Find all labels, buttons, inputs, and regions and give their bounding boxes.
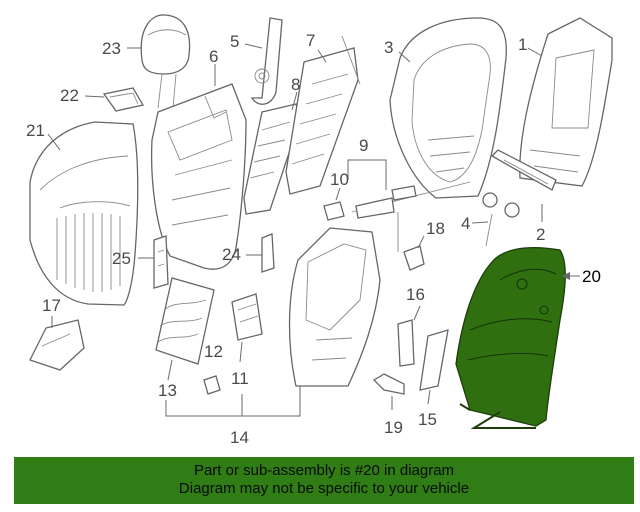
label-24: 24 [222,245,241,264]
part-12-knob [203,375,221,395]
part-21-backrest-cover [29,121,139,306]
part-4-pivot [482,192,520,247]
callout-15: 15 [418,389,437,429]
callout-24: 24 [222,245,262,264]
part-25-bracket [153,235,169,289]
label-17: 17 [42,296,61,315]
part-7-suspension-mat [285,35,361,195]
part-9-cable [351,181,471,252]
label-3: 3 [384,38,393,57]
callout-2: 2 [536,204,545,244]
label-7: 7 [306,31,315,50]
part-17-trim [29,319,85,371]
callout-6: 6 [209,47,218,86]
part-16-trim-strip [397,319,415,367]
callout-4: 4 [461,214,489,233]
part-14-cushion-frame [288,227,381,387]
callout-14: 14 [165,386,301,447]
label-19: 19 [384,418,403,437]
label-23: 23 [102,39,121,58]
callout-19: 19 [384,396,403,437]
part-3-backrest-shell [389,17,507,199]
callout-16: 16 [406,285,425,321]
callout-22: 22 [60,86,105,105]
callout-8: 8 [291,75,300,111]
callout-12: 12 [204,342,223,361]
banner-line-2: Diagram may not be specific to your vehi… [178,480,470,497]
label-25: 25 [112,249,131,268]
label-18: 18 [426,219,445,238]
part-8-lumbar-panel [243,103,301,215]
part-23-headrest [140,14,191,109]
label-6: 6 [209,47,218,66]
part-6-backrest-pad [151,83,247,270]
part-5-bracket [250,17,283,105]
callout-25: 25 [112,249,154,268]
banner-line-1: Part or sub-assembly is #20 in diagram [193,462,455,479]
callout-11: 11 [231,341,249,388]
label-15: 15 [418,410,437,429]
callout-5: 5 [230,32,263,51]
callout-10: 10 [330,170,349,201]
callout-23: 23 [102,39,142,58]
part-24-bracket [261,233,275,273]
part-13-spring-mat [155,277,215,365]
label-4: 4 [461,214,470,233]
label-9: 9 [359,136,368,155]
callout-21: 21 [26,121,61,151]
label-14: 14 [230,428,249,447]
label-20: 20 [582,267,601,286]
label-8: 8 [291,75,300,94]
label-13: 13 [158,381,177,400]
label-16: 16 [406,285,425,304]
part-20-rear-panel [455,247,566,429]
part-2-rail [490,149,557,191]
part-1-backrest-frame [519,17,613,187]
label-21: 21 [26,121,45,140]
label-11: 11 [231,369,249,388]
label-2: 2 [536,225,545,244]
callout-18: 18 [417,219,445,249]
callout-1: 1 [518,35,543,57]
label-1: 1 [518,35,527,54]
callout-3: 3 [384,38,411,63]
part-22-cover [102,87,145,112]
callout-9: 9 [347,136,387,190]
part-15-trim-strip [419,329,449,391]
callout-20: 20 [562,267,601,286]
callout-7: 7 [306,31,327,63]
label-5: 5 [230,32,239,51]
label-22: 22 [60,86,79,105]
info-banner: Part or sub-assembly is #20 in diagram D… [14,457,634,504]
label-10: 10 [330,170,349,189]
callout-13: 13 [158,359,177,400]
label-12: 12 [204,342,223,361]
part-18-clip [403,245,425,271]
callout-17: 17 [42,296,61,328]
part-10-connector [323,201,345,221]
part-19-bracket [372,373,405,395]
part-11-module [231,293,263,341]
